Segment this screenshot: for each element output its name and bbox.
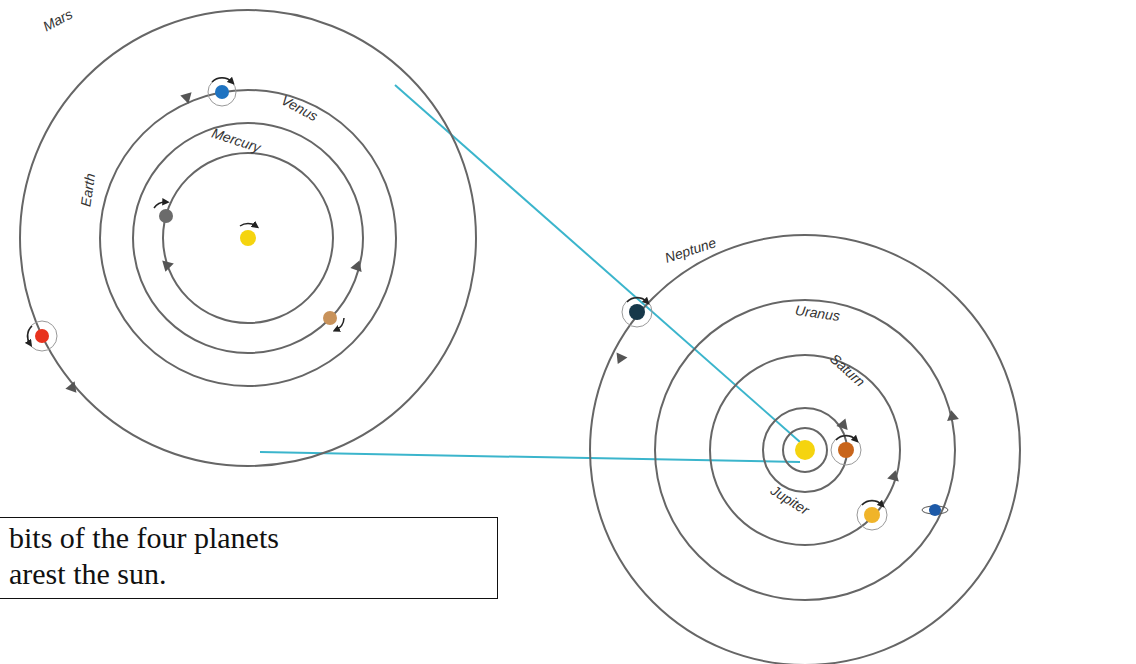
orbit-label: Jupiter <box>768 483 811 517</box>
zoom-line <box>260 452 800 462</box>
caption-box: bits of the four planets arest the sun. <box>0 517 498 599</box>
saturn <box>857 500 887 530</box>
spin-arrow <box>240 223 256 226</box>
orbit-label: Neptune <box>663 235 718 265</box>
outer-orbits <box>590 235 1020 664</box>
orbit-label: Uranus <box>795 303 842 323</box>
uranus <box>922 504 948 516</box>
mars <box>27 321 57 351</box>
mercury <box>154 202 173 223</box>
orbit-arrows <box>65 90 959 482</box>
inner-orbits <box>20 10 476 466</box>
neptune <box>622 297 652 327</box>
orbit-label: Mars <box>41 7 75 34</box>
orbit-label: Venus <box>279 93 320 124</box>
orbit-label: Earth <box>79 172 98 207</box>
sun <box>795 440 815 460</box>
orbit-label: Mercury <box>210 126 262 155</box>
caption-text: bits of the four planets arest the sun. <box>9 520 323 592</box>
sun <box>240 230 256 246</box>
zoom-line <box>395 85 800 442</box>
jupiter <box>831 435 861 465</box>
orbit-label: Saturn <box>828 351 868 389</box>
venus <box>323 311 344 330</box>
earth <box>208 78 236 106</box>
